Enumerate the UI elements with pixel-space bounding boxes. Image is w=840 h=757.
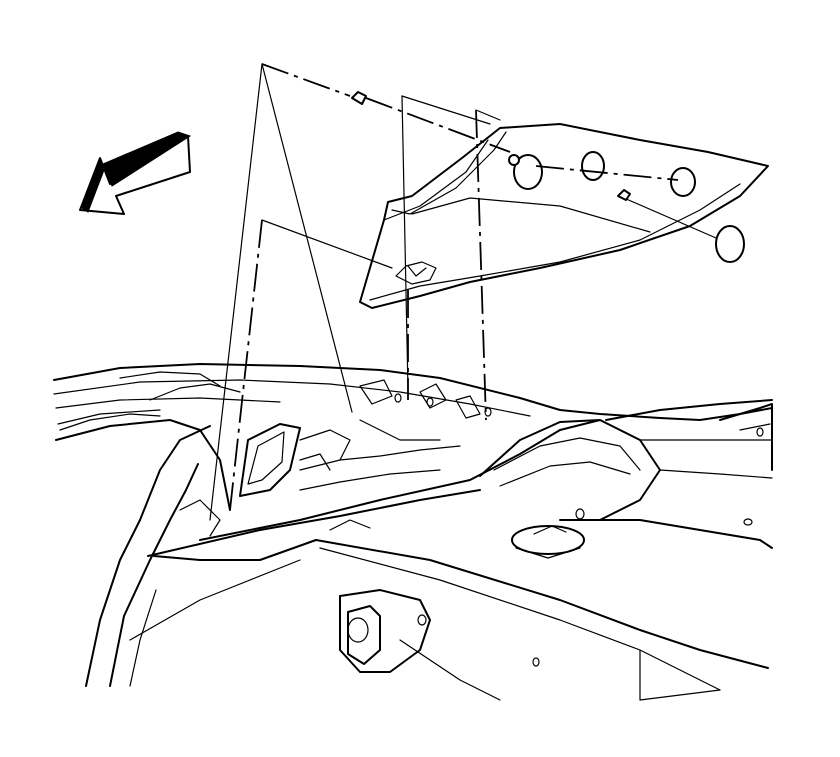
pillar-trim-panel: [359, 123, 769, 309]
fastener-clip-lower: [617, 189, 631, 201]
trim-retainer-hole-2: [581, 151, 605, 181]
trim-retainer-hole-3: [670, 167, 696, 197]
retainer-cap: [623, 197, 745, 263]
trim-retainer-hole-1: [513, 154, 543, 190]
direction-arrow-icon: [79, 131, 192, 215]
vehicle-body-structure: [53, 363, 773, 701]
fastener-clip-upper: [351, 91, 367, 105]
alignment-lines: [209, 63, 679, 521]
deck-speaker-cover: [511, 525, 585, 555]
